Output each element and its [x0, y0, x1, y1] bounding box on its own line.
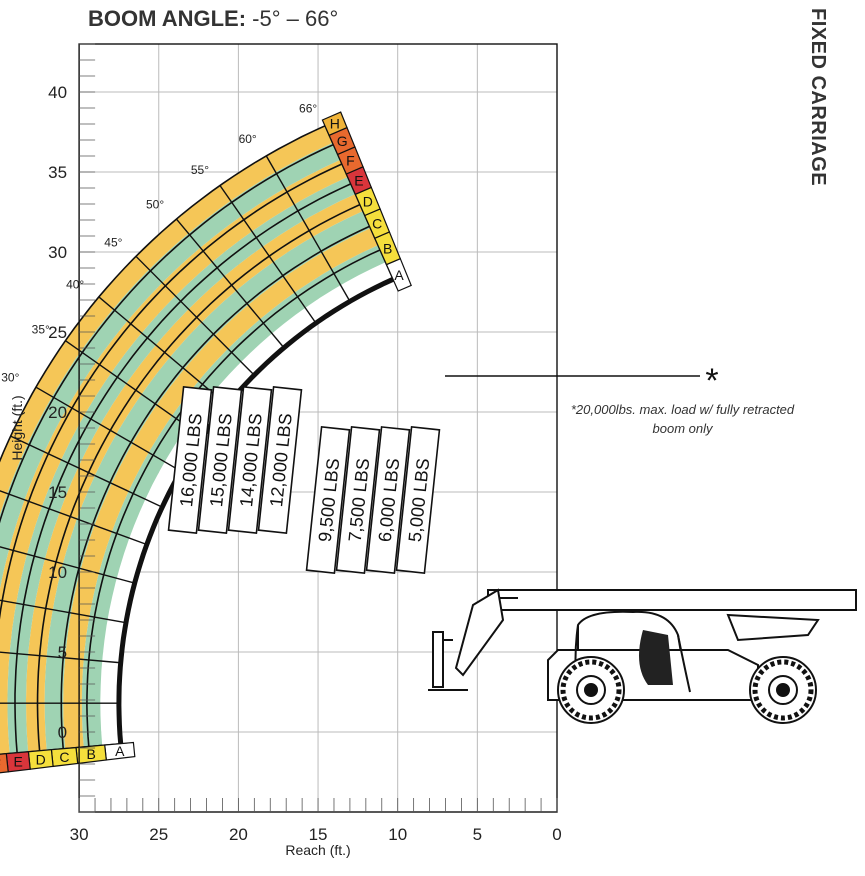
boom-angle-ray [0, 651, 121, 664]
extension-arc [86, 249, 381, 747]
y-tick-label: 0 [58, 723, 67, 742]
extension-mark-label: A [115, 743, 125, 759]
boom-angle-ray [10, 435, 163, 508]
y-tick-label: 5 [58, 643, 67, 662]
load-box-frame [305, 426, 351, 574]
extension-mark-label: A [394, 267, 404, 283]
y-axis-label: Height (ft.) [9, 395, 25, 460]
extension-arc [0, 163, 343, 620]
boom-angle-label: 50° [146, 197, 164, 211]
extension-mark-label: B [383, 240, 392, 256]
load-box: 12,000 LBS [257, 386, 303, 534]
boom-angle-label: 40° [66, 278, 84, 292]
y-tick-label: 15 [48, 483, 67, 502]
chart-labels: -5°0°5°10°15°20°25°30°35°40°45°50°55°60°… [1, 101, 718, 400]
load-box: 6,000 LBS [365, 426, 411, 574]
extension-mark-label: F [0, 756, 1, 772]
extension-mark-label: E [14, 754, 23, 770]
boom-angle-label: 35° [32, 323, 50, 337]
x-tick-label: 25 [149, 825, 168, 844]
load-box: 7,500 LBS [335, 426, 381, 574]
load-zone [26, 194, 363, 752]
extension-bands: ABCDEFGHABCDEFGH [0, 111, 412, 774]
extension-mark-label: C [372, 216, 382, 232]
x-tick-label: 20 [229, 825, 248, 844]
boom-angle-ray [175, 218, 285, 349]
extension-mark-label: D [363, 193, 373, 209]
extension-mark-label: E [354, 173, 363, 189]
load-box-frame [197, 386, 243, 534]
boom-angle-label: 30° [1, 371, 19, 385]
extension-mark-label: H [330, 116, 340, 132]
x-axis-label: Reach (ft.) [285, 842, 350, 858]
boom-angle-ray [265, 155, 351, 302]
load-box: 15,000 LBS [197, 386, 243, 534]
boom-angle-label: 45° [104, 236, 122, 250]
fixed-carriage-label: FIXED CARRIAGE [807, 8, 829, 187]
boom-angle-ray [0, 599, 127, 624]
load-box: 5,000 LBS [395, 426, 441, 574]
load-zone [44, 211, 371, 751]
load-zone [100, 262, 394, 746]
chart-grid [79, 44, 557, 812]
extension-band [321, 111, 348, 137]
boom-angle-ray [135, 255, 255, 376]
x-tick-label: 0 [552, 825, 561, 844]
y-tick-label: 30 [48, 243, 67, 262]
load-box-frame [335, 426, 381, 574]
x-tick-label: 30 [70, 825, 89, 844]
note-marker: * [705, 362, 718, 400]
boom-angle-ray [0, 546, 135, 584]
x-tick-label: 10 [388, 825, 407, 844]
boom-angle-ray [98, 296, 228, 406]
extension-arc [0, 143, 334, 524]
boom-angle-label: 55° [191, 163, 209, 177]
load-note: *20,000lbs. max. load w/ fully retracted… [570, 402, 795, 436]
y-tick-label: 20 [48, 403, 67, 422]
load-zones [0, 125, 394, 755]
extension-mark-label: F [346, 152, 355, 168]
extension-band [0, 753, 9, 774]
load-box: 9,500 LBS [305, 426, 351, 574]
load-box-frame [257, 386, 303, 534]
x-tick-label: 5 [473, 825, 482, 844]
extension-mark-label: C [59, 749, 69, 765]
x-tick-label: 15 [309, 825, 328, 844]
y-tick-label: 40 [48, 83, 67, 102]
load-zone [63, 228, 378, 749]
boom-angle-ray [219, 185, 317, 324]
y-tick-label: 35 [48, 163, 67, 182]
boom-angle-ray [0, 490, 148, 546]
boom-angle-label: 60° [239, 132, 257, 146]
load-box: 14,000 LBS [227, 386, 273, 534]
load-box-frame [167, 386, 213, 534]
extension-mark-label: G [337, 133, 348, 149]
chart-title: BOOM ANGLE: -5° – 66° [88, 6, 339, 31]
load-zone [81, 245, 386, 747]
load-zone [0, 159, 348, 755]
load-box-frame [227, 386, 273, 534]
extension-mark-label: B [86, 746, 95, 762]
boom-angle-ray [35, 386, 182, 472]
extension-arc [14, 183, 352, 753]
y-tick-label: 10 [48, 563, 67, 582]
extension-mark-label: D [36, 751, 46, 767]
load-box-frame [365, 426, 411, 574]
extension-arc [0, 125, 326, 463]
y-tick-label: 25 [48, 323, 67, 342]
load-zone [7, 177, 356, 754]
load-box: 16,000 LBS [167, 386, 213, 534]
extension-arc [36, 203, 361, 751]
load-box-frame [395, 426, 441, 574]
boom-angle-label: 66° [299, 101, 317, 115]
extension-arc [60, 225, 370, 749]
telehandler-illustration [428, 588, 857, 724]
